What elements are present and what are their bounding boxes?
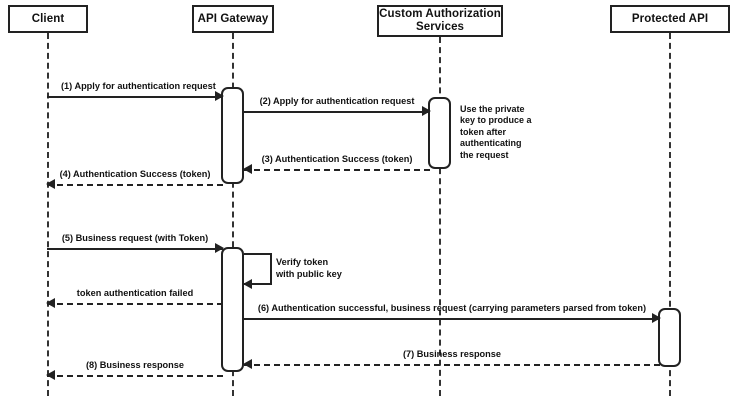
participant-label-authsvc-line2: Services — [415, 21, 465, 33]
message-5-shaft — [47, 248, 223, 250]
message-8-label: (8) Business response — [85, 360, 185, 370]
self-message-verify-token[interactable] — [243, 253, 272, 289]
message-3-shaft — [244, 169, 430, 171]
lifeline-authsvc — [439, 37, 441, 396]
message-5-label: (5) Business request (with Token) — [61, 233, 209, 243]
message-token-auth-failed-arrowhead — [46, 298, 55, 308]
message-6-label: (6) Authentication successful, business … — [257, 303, 647, 313]
message-3-label: (3) Authentication Success (token) — [261, 154, 413, 164]
participant-label-client: Client — [31, 12, 65, 25]
message-1-label: (1) Apply for authentication request — [61, 81, 216, 91]
self-message-label: Verify token with public key — [276, 257, 342, 279]
participant-label-api: Protected API — [631, 12, 709, 25]
activation-gateway-1 — [221, 87, 244, 184]
message-1-shaft — [47, 96, 223, 98]
message-token-auth-failed-shaft — [47, 303, 223, 305]
lifeline-gateway — [232, 33, 234, 396]
note-private-key: Use the private key to produce a token a… — [460, 104, 540, 164]
message-6-arrowhead — [652, 313, 661, 323]
message-2-shaft — [244, 111, 430, 113]
message-2-arrowhead — [422, 106, 431, 116]
message-2-label: (2) Apply for authentication request — [259, 96, 415, 106]
message-8-arrowhead — [46, 370, 55, 380]
message-5-arrowhead — [215, 243, 224, 253]
message-4-label: (4) Authentication Success (token) — [59, 169, 211, 179]
message-7-label: (7) Business response — [402, 349, 502, 359]
activation-authsvc-1 — [428, 97, 451, 169]
message-3-arrowhead — [243, 164, 252, 174]
message-7-shaft — [244, 364, 660, 366]
activation-api-1 — [658, 308, 681, 367]
message-token-auth-failed-label: token authentication failed — [76, 288, 194, 298]
self-message-arrowhead — [243, 279, 252, 289]
message-4-arrowhead — [46, 179, 55, 189]
message-4-shaft — [47, 184, 223, 186]
message-6-shaft — [244, 318, 660, 320]
lifeline-api — [669, 33, 671, 396]
participant-head-client[interactable]: Client — [8, 5, 88, 33]
participant-head-gateway[interactable]: API Gateway — [192, 5, 274, 33]
participant-label-gateway: API Gateway — [197, 12, 269, 25]
message-7-arrowhead — [243, 359, 252, 369]
participant-label-authsvc-line1: Custom Authorization — [379, 8, 501, 20]
lifeline-client — [47, 33, 49, 396]
activation-gateway-2 — [221, 247, 244, 372]
participant-head-authsvc[interactable]: Custom Authorization Services — [377, 5, 503, 37]
message-1-arrowhead — [215, 91, 224, 101]
message-8-shaft — [47, 375, 223, 377]
participant-head-api[interactable]: Protected API — [610, 5, 730, 33]
